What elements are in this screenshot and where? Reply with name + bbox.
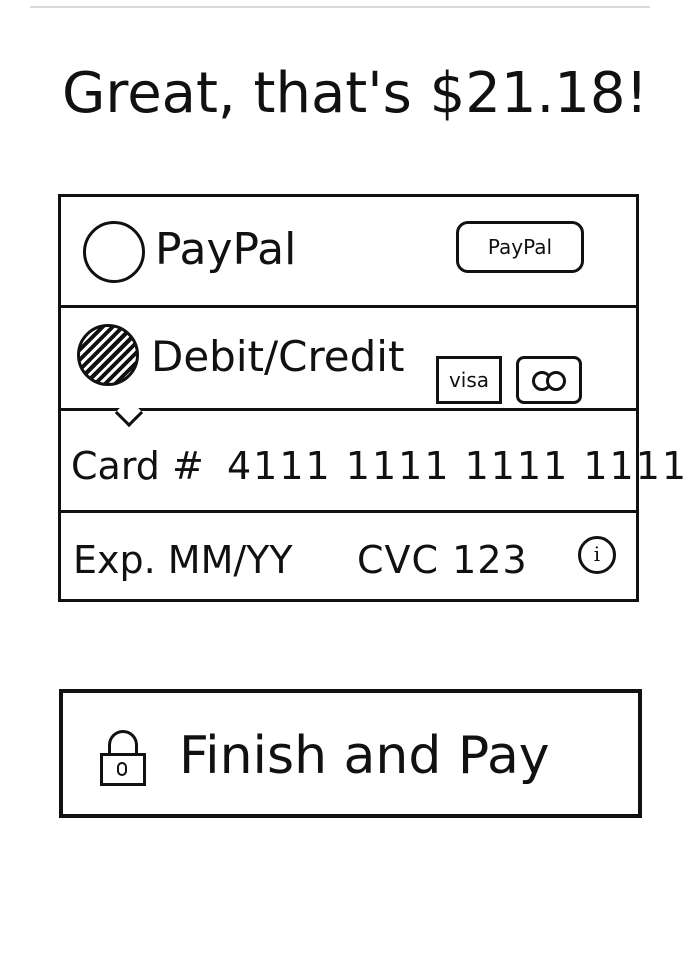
paypal-label: PayPal	[155, 224, 297, 275]
paypal-logo: PayPal	[456, 221, 584, 273]
debit-credit-radio[interactable]	[77, 324, 139, 386]
card-number-label: Card #	[71, 444, 204, 488]
mastercard-icon	[516, 356, 582, 404]
finish-and-pay-label: Finish and Pay	[179, 726, 550, 786]
visa-logo: visa	[436, 356, 502, 404]
finish-and-pay-button[interactable]: Finish and Pay	[59, 689, 642, 818]
paypal-radio[interactable]	[83, 221, 145, 283]
payment-method-panel: PayPal PayPal Debit/Credit visa Card # 4…	[58, 194, 686, 602]
paypal-option[interactable]: PayPal PayPal	[61, 197, 636, 308]
expiry-cvc-row: Exp. MM/YY CVC 123 i	[61, 513, 636, 599]
lock-keyhole	[117, 762, 127, 776]
page-divider	[30, 6, 650, 8]
debit-credit-option[interactable]: Debit/Credit visa	[61, 308, 636, 428]
expiry-field[interactable]: Exp. MM/YY	[73, 538, 293, 582]
mastercard-circle-right	[546, 371, 566, 391]
cvc-field[interactable]: CVC 123	[357, 538, 528, 582]
card-number-field[interactable]: Card # 4111 1111 1111 1111	[61, 411, 686, 513]
info-icon[interactable]: i	[578, 536, 616, 574]
page-title: Great, that's $21.18!	[62, 61, 649, 126]
card-number-value[interactable]: 4111 1111 1111 1111	[227, 444, 689, 488]
lock-icon	[97, 728, 149, 788]
lock-shackle	[108, 730, 138, 760]
debit-credit-label: Debit/Credit	[151, 332, 405, 381]
